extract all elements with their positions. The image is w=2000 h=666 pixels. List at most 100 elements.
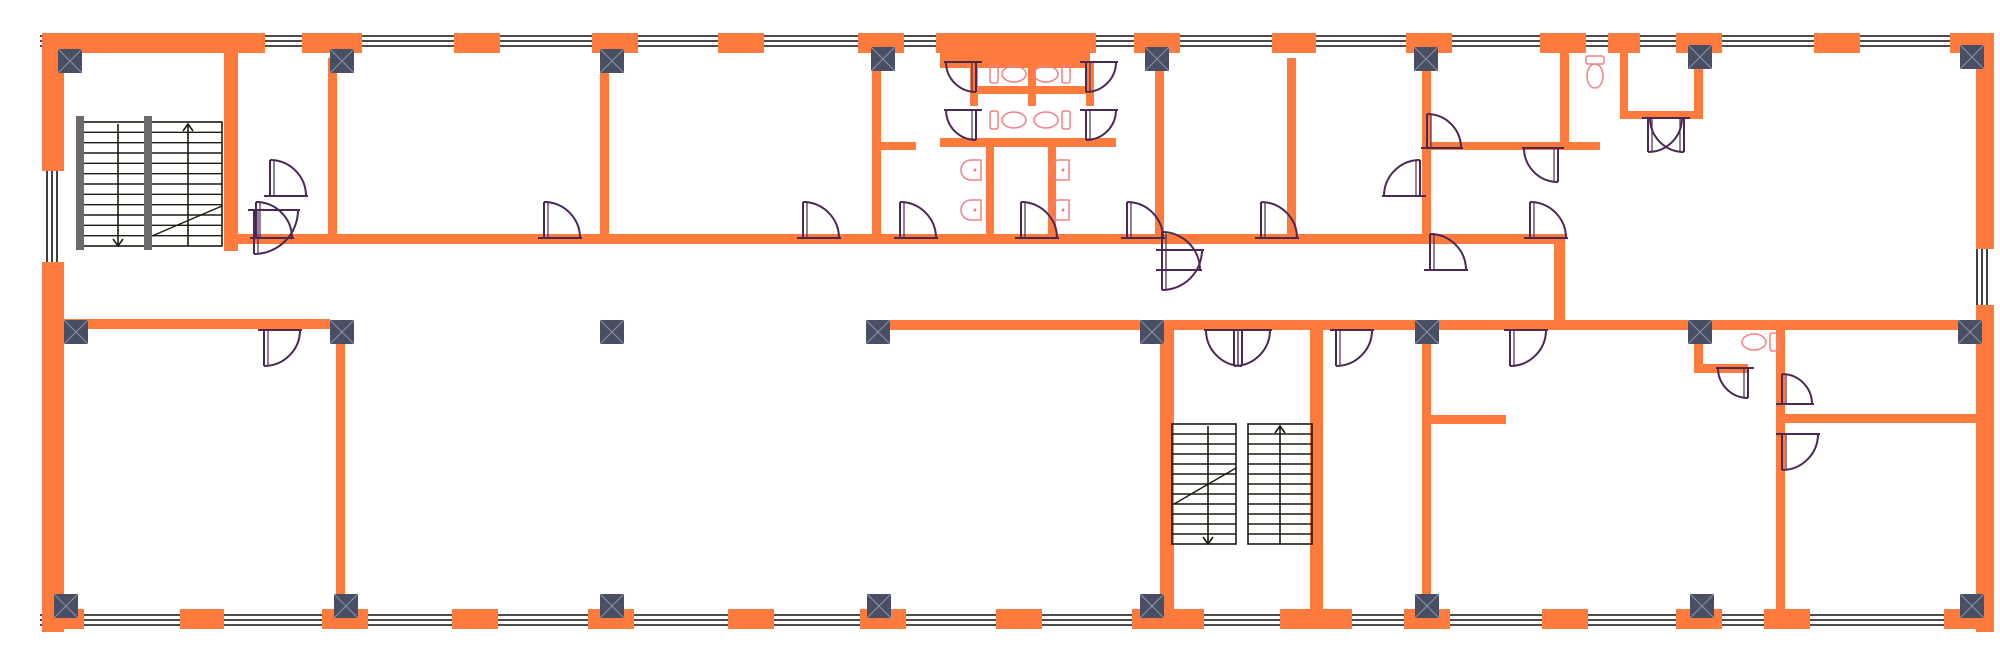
- stair-center-down: [1171, 423, 1237, 546]
- column-icon: [1957, 319, 1983, 345]
- door-swing-icon: [258, 329, 302, 367]
- door-swing-icon: [1648, 117, 1690, 153]
- washbasin-drain: [1061, 168, 1065, 172]
- door-swing-icon: [1382, 159, 1426, 197]
- door-swing-arc: [1205, 329, 1243, 367]
- doors: [248, 61, 1820, 471]
- stair-center-up: [1247, 423, 1313, 545]
- door-swing-arc: [1426, 113, 1462, 149]
- sanitary-fixtures: [960, 55, 1779, 352]
- column-cross: [599, 48, 625, 74]
- column-cross: [1139, 593, 1165, 619]
- column-icon: [599, 319, 625, 345]
- column-icon: [1139, 593, 1165, 619]
- walls: [42, 33, 1994, 632]
- door-swing-icon: [797, 201, 841, 239]
- door-swing-icon: [1776, 373, 1814, 405]
- washbasin-bowl: [960, 199, 982, 221]
- column-icon: [599, 593, 625, 619]
- door-swing-icon: [1255, 201, 1299, 239]
- wall-pier: [180, 609, 224, 629]
- column-icon: [57, 48, 83, 74]
- column-cross: [1414, 593, 1440, 619]
- stair-break-line: [1173, 467, 1237, 505]
- toilet-icon: [989, 110, 1027, 130]
- washbasin-icon: [1048, 159, 1070, 181]
- washbasin-icon: [960, 159, 982, 181]
- door-swing-arc: [945, 61, 977, 93]
- toilet-icon: [1585, 55, 1605, 89]
- column-cross: [865, 319, 891, 345]
- stair-arrow-icon: [1202, 536, 1214, 546]
- column-cross: [1414, 319, 1440, 345]
- wc-wall: [1048, 144, 1056, 236]
- wall-pier: [1814, 33, 1860, 53]
- door-swing-icon: [1716, 367, 1754, 399]
- wc-wall: [986, 144, 994, 236]
- toilet-tank: [989, 110, 999, 130]
- door-swing-arc: [253, 209, 299, 255]
- wall-pier: [454, 33, 500, 53]
- column-cross: [599, 319, 625, 345]
- wall-pier: [1608, 33, 1640, 53]
- washbasin-drain: [973, 208, 977, 212]
- partition: [1287, 58, 1296, 238]
- stair-stringer: [144, 116, 152, 250]
- toilet-bowl: [1586, 63, 1604, 89]
- stair-left-up: [149, 121, 223, 247]
- door-swing-arc: [1781, 373, 1813, 405]
- door-swing-arc: [945, 109, 977, 141]
- column-icon: [333, 593, 359, 619]
- column-icon: [1139, 319, 1165, 345]
- column-icon: [1959, 593, 1985, 619]
- door-swing-icon: [944, 109, 982, 141]
- door-swing-arc: [1529, 201, 1567, 239]
- door-swing-icon: [1204, 329, 1248, 367]
- door-swing-arc: [1260, 201, 1298, 239]
- stairs: [76, 116, 1313, 546]
- column-icon: [1144, 46, 1170, 72]
- door-swing-icon: [1524, 201, 1568, 239]
- washbasin-bowl: [960, 159, 982, 181]
- column-icon: [599, 48, 625, 74]
- door-swing-icon: [264, 159, 308, 197]
- toilet-icon: [989, 64, 1027, 84]
- column-icon: [1687, 319, 1713, 345]
- door-swing-icon: [1504, 329, 1548, 367]
- column-cross: [329, 319, 355, 345]
- washbasin-icon: [960, 199, 982, 221]
- window: [1976, 248, 1988, 306]
- column-icon: [329, 319, 355, 345]
- partition: [1160, 325, 1174, 615]
- stair-arrow-icon: [182, 122, 194, 132]
- column-icon: [1959, 44, 1985, 70]
- outer-wall: [42, 33, 265, 53]
- wall-pier: [936, 33, 1096, 53]
- partition: [1422, 325, 1431, 617]
- partition: [336, 328, 345, 616]
- column-cross: [1413, 46, 1439, 72]
- toilet-bowl: [1741, 333, 1767, 351]
- column-cross: [866, 593, 892, 619]
- outer-wall: [42, 262, 64, 632]
- door-swing-arc: [543, 201, 581, 239]
- door-swing-arc: [899, 201, 937, 239]
- column-cross: [599, 593, 625, 619]
- door-swing-icon: [1228, 329, 1272, 367]
- partition: [1560, 53, 1569, 150]
- toilet-icon: [1741, 332, 1779, 352]
- wall-pier: [302, 33, 362, 53]
- door-swing-arc: [269, 159, 307, 197]
- washbasin-bowl: [1048, 199, 1070, 221]
- door-swing-icon: [1421, 113, 1463, 149]
- door-swing-icon: [1522, 147, 1564, 183]
- column-icon: [329, 48, 355, 74]
- toilet-bowl: [1001, 111, 1027, 129]
- column-icon: [63, 319, 89, 345]
- stair-stringer: [76, 116, 84, 250]
- partition: [1422, 142, 1600, 150]
- door-swing-icon: [1424, 233, 1468, 271]
- column-cross: [333, 593, 359, 619]
- door-swing-icon: [250, 201, 294, 239]
- door-swing-icon: [538, 201, 582, 239]
